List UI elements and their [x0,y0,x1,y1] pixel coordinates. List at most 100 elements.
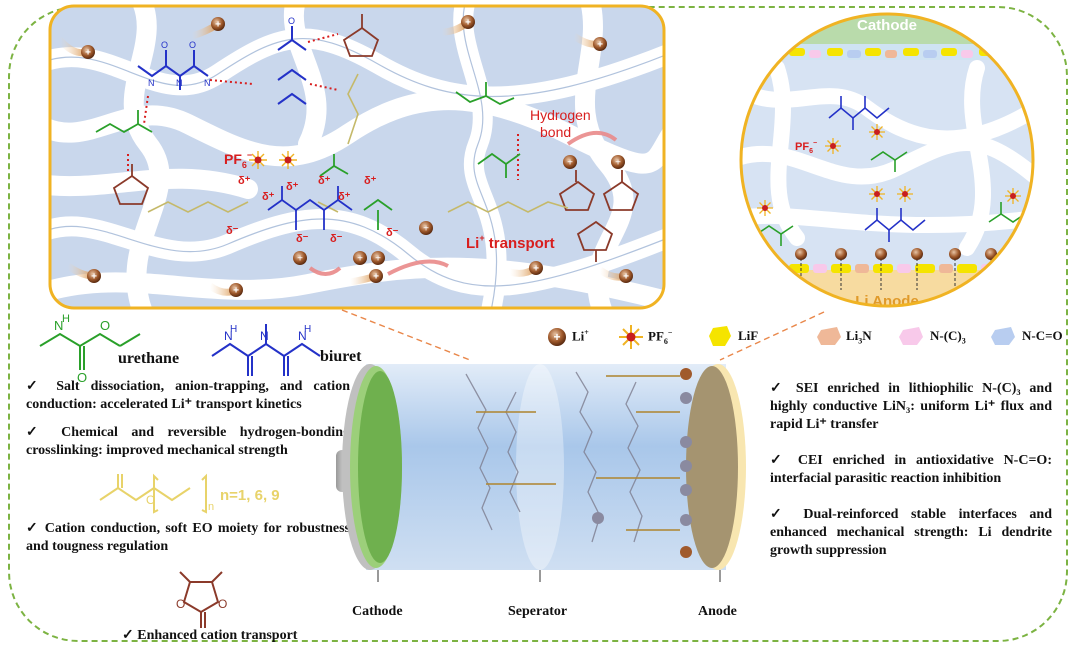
urethane-molecules [95,82,521,178]
legend-n-c-o: N-C=O [1022,328,1063,343]
svg-text:O: O [189,40,196,50]
electrolyte-body [366,364,726,570]
interface-circle-panel: Cathode Li Anode PF6− [739,12,1035,310]
eo-repeat-label: n=1, 6, 9 [220,487,280,504]
legend-n-c3: N-(C)3 [930,328,966,346]
svg-text:O: O [146,493,155,507]
biuret-label: biuret [320,348,362,365]
li-ions-center: + + + + + + [293,155,625,265]
eo-subscript: n [208,501,214,513]
eo-moiety-structure: O n n=1, 6, 9 [99,473,280,514]
delta-plus-6: δ⁺ [364,175,377,187]
transport-arrows [308,131,618,276]
delta-plus-5: δ⁺ [338,191,351,203]
anode-disk [686,366,738,568]
polymer-network-panel: + + + + + + + + + N N N O O O [48,4,666,310]
circle-pf6-label: PF6− [795,140,817,155]
delta-plus-3: δ⁺ [286,181,299,193]
cyclic-carbonate-structure: O O [176,571,227,628]
urethane-structure [39,332,141,370]
biuret-molecule-center [267,186,353,230]
pf6-label: PF6− [224,150,252,170]
svg-text:N: N [204,78,211,88]
bullet-hydrogen-bonding: ✓ Chemical and reversible hydrogen-bondi… [26,425,350,458]
li-ion-streaks: + + + + + + + + + [56,15,633,297]
hydrogen-bond-label-1: Hydrogen [530,107,591,123]
li-transport-label: Li+ transport [466,233,555,252]
biuret-molecules-circle [828,96,926,242]
pf6-anion-icons [249,151,297,169]
urethane-molecules-circle [756,151,1026,246]
urethane-biuret-structures: N H O O N N N H H [39,313,321,384]
pf6-icons-circle [757,124,1021,216]
delta-minus-4: δ⁻ [386,227,399,239]
bullet-salt-dissociation: ✓ Salt dissociation, anion-trapping, and… [26,379,350,412]
delta-plus-2: δ⁺ [262,191,275,203]
svg-text:+: + [85,48,91,59]
bullet-sei: ✓ SEI enriched in lithiophilic N-(C)₃ an… [770,381,1052,432]
bullet-dual-reinforced: ✓ Dual-reinforced stable interfaces and … [770,507,1052,558]
hydrogen-bonds [127,33,519,180]
legend: + [548,325,1015,349]
battery-cell [336,364,746,582]
svg-text:N: N [54,318,63,333]
svg-text:+: + [233,286,239,297]
cell-cathode-label: Cathode [352,604,403,619]
svg-text:H: H [304,324,311,335]
svg-text:+: + [567,158,573,169]
cell-anode-label: Anode [698,604,737,619]
li3n-icon [817,327,841,345]
cell-separator-label: Seperator [508,604,568,619]
delta-minus-1: δ⁻ [226,225,239,237]
svg-text:+: + [533,264,539,275]
svg-text:H: H [230,324,237,335]
svg-text:O: O [100,318,110,333]
bullet-cation-conduction: ✓ Cation conduction, soft EO moiety for … [26,521,350,554]
svg-text:N: N [298,329,307,343]
bullet-cei: ✓ CEI enriched in antioxidative N-C=O: i… [770,453,1052,486]
delta-plus-1: δ⁺ [238,175,251,187]
svg-text:+: + [423,224,429,235]
delta-minus-3: δ⁻ [330,233,343,245]
pf6-icon [619,325,643,349]
polymer-chain-molecules [465,371,643,543]
legend-pf6: PF6− [648,328,673,346]
separator-disk [516,364,564,570]
svg-text:H: H [62,313,70,325]
biuret-structure [211,324,321,376]
svg-text:O: O [176,597,185,611]
svg-text:+: + [465,18,471,29]
cell-li-ions [592,368,692,558]
n-c-o-icon [991,327,1015,345]
li-ions-deposition [795,248,997,290]
urethane-label: urethane [118,350,180,367]
biuret-molecule-top [137,26,307,105]
svg-text:O: O [161,40,168,50]
delta-plus-4: δ⁺ [318,175,331,187]
legend-li: Li+ [572,328,589,344]
circle-anode-label: Li Anode [855,293,919,310]
n-c3-icon [899,327,923,345]
legend-lif: LiF [738,328,759,343]
svg-text:+: + [553,330,560,344]
svg-text:+: + [623,272,629,283]
svg-text:O: O [77,370,87,384]
svg-text:N: N [148,78,155,88]
carbonate-ring-top [342,14,380,57]
svg-text:N: N [176,78,183,88]
svg-text:+: + [215,20,221,31]
svg-text:N: N [260,329,269,343]
lif-icon [709,326,731,346]
hydrogen-bond-label-2: bond [540,124,571,140]
svg-text:O: O [218,597,227,611]
svg-text:+: + [373,272,379,283]
svg-text:+: + [357,254,363,265]
delta-minus-2: δ⁻ [296,233,309,245]
svg-text:+: + [91,272,97,283]
li-ion-icon: + [548,328,566,346]
circle-cathode-label: Cathode [857,17,917,34]
enhanced-cation-transport-label: ✓ Enhanced cation transport [122,628,298,643]
svg-text:+: + [597,40,603,51]
svg-text:O: O [288,16,295,26]
